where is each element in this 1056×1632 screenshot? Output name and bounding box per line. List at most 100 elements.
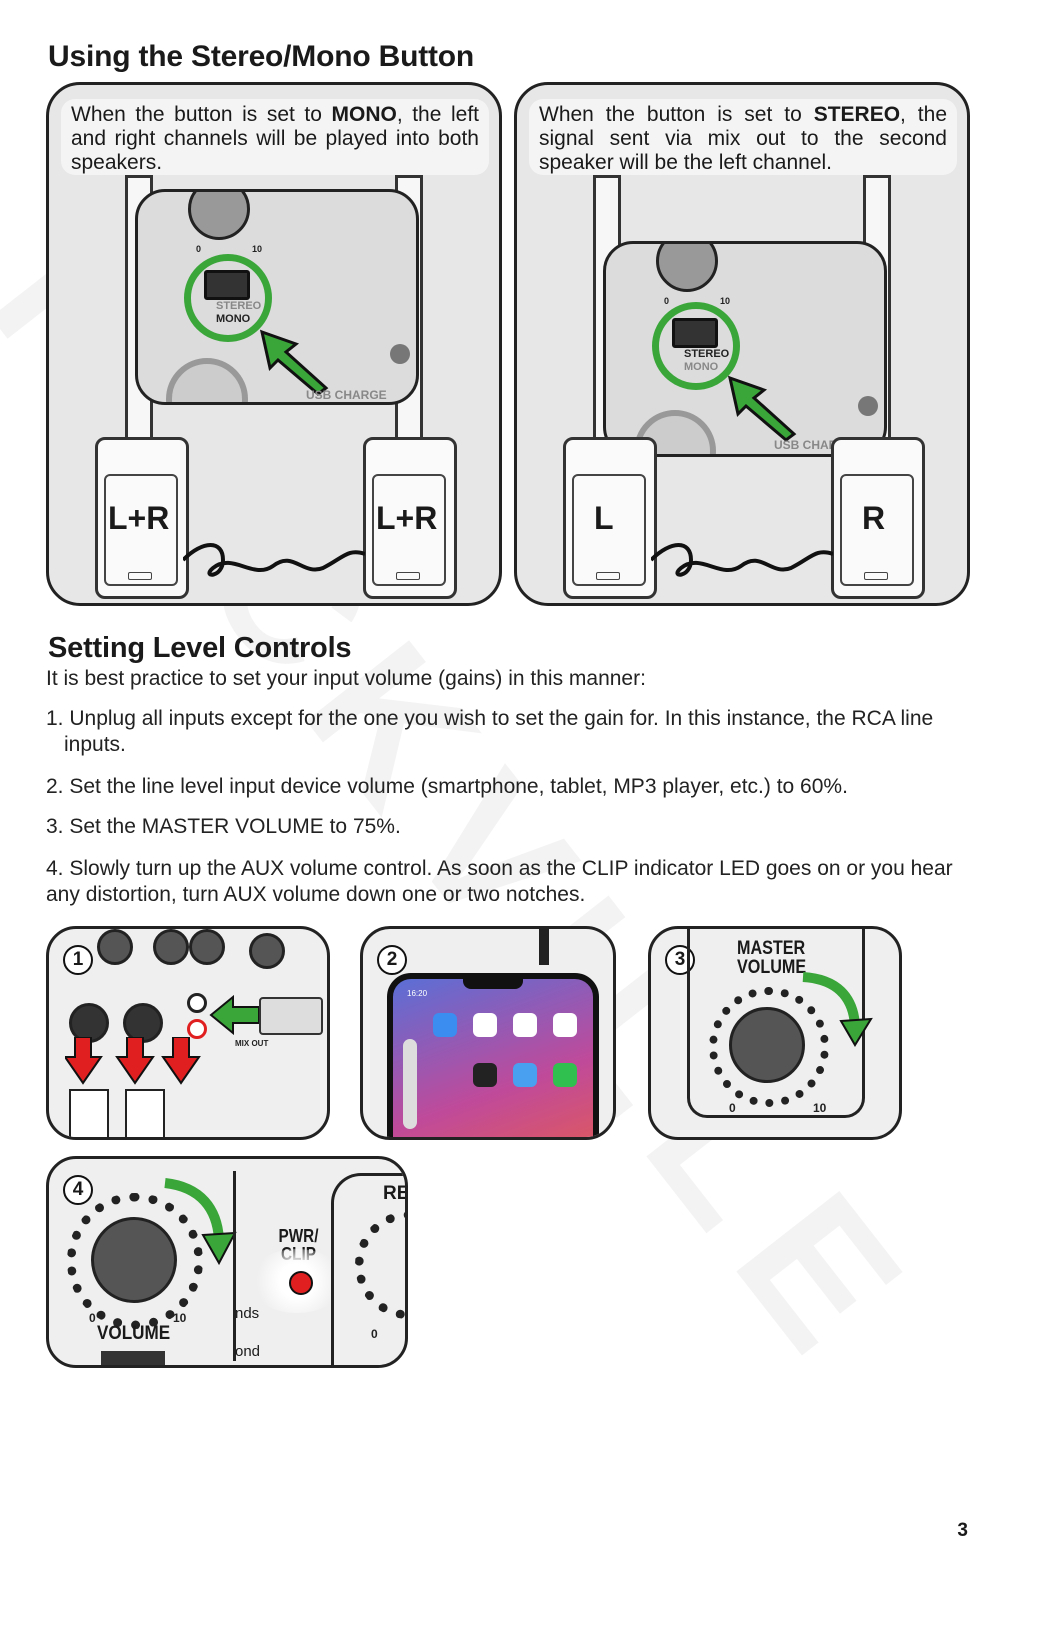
speaker-badge bbox=[128, 572, 152, 580]
red-arrows-icon bbox=[65, 1037, 201, 1085]
scale-max-label: 10 bbox=[173, 1311, 187, 1325]
adjacent-panel bbox=[331, 1173, 405, 1365]
figure-3-master-volume: 3 MASTER VOLUME 0 10 bbox=[648, 926, 902, 1140]
partial-text: ond bbox=[235, 1343, 261, 1360]
phone-time: 16:20 bbox=[407, 989, 428, 998]
usb-charge-label: USB CHARGE bbox=[306, 388, 387, 402]
speaker-badge bbox=[396, 572, 420, 580]
rca-white-jack bbox=[187, 993, 207, 1013]
gain-knob bbox=[153, 929, 189, 965]
cable-icon bbox=[183, 543, 365, 577]
green-arrow-icon bbox=[209, 995, 260, 1035]
green-curved-arrow-icon bbox=[802, 972, 873, 1047]
mix-out-label: MIX OUT bbox=[235, 1039, 269, 1048]
speaker-badge bbox=[596, 572, 620, 580]
mono-zoom-detail: 0 10 STEREO MONO USB CHARGE bbox=[135, 189, 419, 405]
step-1: 1. Unplug all inputs except for the one … bbox=[46, 707, 934, 756]
speaker-label: L+R bbox=[376, 500, 438, 536]
green-curved-arrow-icon bbox=[164, 1178, 237, 1266]
speaker-left: L+R bbox=[95, 437, 189, 599]
compass-icon bbox=[473, 1063, 497, 1087]
clip-led-icon bbox=[289, 1271, 313, 1295]
app-icon bbox=[513, 1013, 537, 1037]
speaker-badge bbox=[864, 572, 888, 580]
speaker-label: L+R bbox=[108, 500, 170, 536]
knob-max-label: 10 bbox=[252, 244, 263, 254]
mono-panel: When the button is set to MONO, the left… bbox=[46, 82, 502, 606]
volume-slider bbox=[403, 1039, 417, 1129]
led-dot bbox=[390, 344, 410, 364]
knob-scale-ticks bbox=[67, 1193, 203, 1329]
facetime-icon bbox=[553, 1063, 577, 1087]
highlight-ring bbox=[652, 302, 740, 390]
jack-plug bbox=[69, 1089, 109, 1137]
mono-label: MONO bbox=[216, 313, 251, 325]
stereo-mono-button bbox=[204, 270, 250, 300]
stereo-callout: When the button is set to STEREO, the si… bbox=[529, 99, 957, 175]
scale-min-label: 0 bbox=[89, 1311, 96, 1325]
partial-text: nds bbox=[235, 1305, 260, 1322]
figure-4-aux-volume: 4 0 10 VOLUME PWR/ CLIP nds ond RE 0 bbox=[46, 1156, 408, 1368]
knob-min-label: 0 bbox=[664, 296, 670, 306]
scale-max-label: 10 bbox=[813, 1101, 827, 1115]
master-label-line2: VOLUME bbox=[737, 957, 807, 978]
speaker-label: R bbox=[862, 500, 886, 536]
scale-min-label: 0 bbox=[729, 1101, 736, 1115]
phone-screen: 16:20 bbox=[387, 973, 599, 1137]
green-arrow-icon bbox=[727, 375, 797, 442]
speaker-face bbox=[104, 474, 178, 586]
gain-knob bbox=[249, 933, 285, 969]
master-label: MASTER VOLUME bbox=[737, 939, 806, 977]
step-number-badge: 2 bbox=[377, 945, 407, 975]
knob-min-label: 0 bbox=[196, 244, 202, 254]
gain-knob bbox=[97, 929, 133, 965]
volume-knob bbox=[656, 244, 718, 292]
mono-label: MONO bbox=[684, 361, 719, 373]
knob-max-label: 10 bbox=[720, 296, 731, 306]
partial-text: RE bbox=[383, 1183, 408, 1204]
step-2: 2. Set the line level input device volum… bbox=[46, 775, 848, 798]
intro-text: It is best practice to set your input vo… bbox=[46, 667, 646, 690]
speaker-label: L bbox=[594, 500, 614, 536]
speaker-face bbox=[572, 474, 646, 586]
step-number-badge: 1 bbox=[63, 945, 93, 975]
highlight-ring bbox=[184, 254, 272, 342]
stereo-mono-button bbox=[672, 318, 718, 348]
speaker-left: L bbox=[563, 437, 657, 599]
rca-cable-plug bbox=[259, 997, 323, 1035]
weather-icon bbox=[513, 1063, 537, 1087]
master-label-line1: MASTER bbox=[737, 938, 806, 959]
speaker-right: L+R bbox=[363, 437, 457, 599]
speaker-face bbox=[372, 474, 446, 586]
stereo-label: STEREO bbox=[684, 348, 730, 360]
app-icon bbox=[473, 1013, 497, 1037]
phone-notch bbox=[463, 979, 523, 989]
figure-2-smartphone: 2 16:20 bbox=[360, 926, 616, 1140]
news-icon bbox=[553, 1013, 577, 1037]
figure-1-inputs: 1 MIX OUT bbox=[46, 926, 330, 1140]
step-number-badge: 3 bbox=[665, 945, 695, 975]
jack-plug bbox=[125, 1089, 165, 1137]
stereo-panel: When the button is set to STEREO, the si… bbox=[514, 82, 970, 606]
green-arrow-icon bbox=[259, 329, 329, 396]
section-title-stereo-mono: Using the Stereo/Mono Button bbox=[48, 40, 475, 73]
volume-knob bbox=[188, 192, 250, 240]
section-title-level-controls: Setting Level Controls bbox=[48, 632, 352, 664]
speaker-face bbox=[840, 474, 914, 586]
master-volume-knob bbox=[729, 1007, 805, 1083]
speaker-right: R bbox=[831, 437, 925, 599]
step-3: 3. Set the MASTER VOLUME to 75%. bbox=[46, 815, 401, 838]
aux-volume-knob bbox=[91, 1217, 177, 1303]
audio-cable bbox=[539, 929, 549, 965]
pwr-label: PWR/ bbox=[278, 1226, 319, 1246]
stereo-label: STEREO bbox=[216, 300, 262, 312]
step-number-badge: 4 bbox=[63, 1175, 93, 1205]
rca-red-jack bbox=[187, 1019, 207, 1039]
fader-slot bbox=[101, 1351, 165, 1365]
page-number: 3 bbox=[957, 1520, 968, 1541]
mono-callout: When the button is set to MONO, the left… bbox=[61, 99, 489, 175]
scale-min-label: 0 bbox=[371, 1327, 378, 1341]
cable-icon bbox=[651, 543, 833, 577]
stereo-zoom-detail: 0 10 STEREO MONO USB CHARGE bbox=[603, 241, 887, 457]
led-dot bbox=[858, 396, 878, 416]
